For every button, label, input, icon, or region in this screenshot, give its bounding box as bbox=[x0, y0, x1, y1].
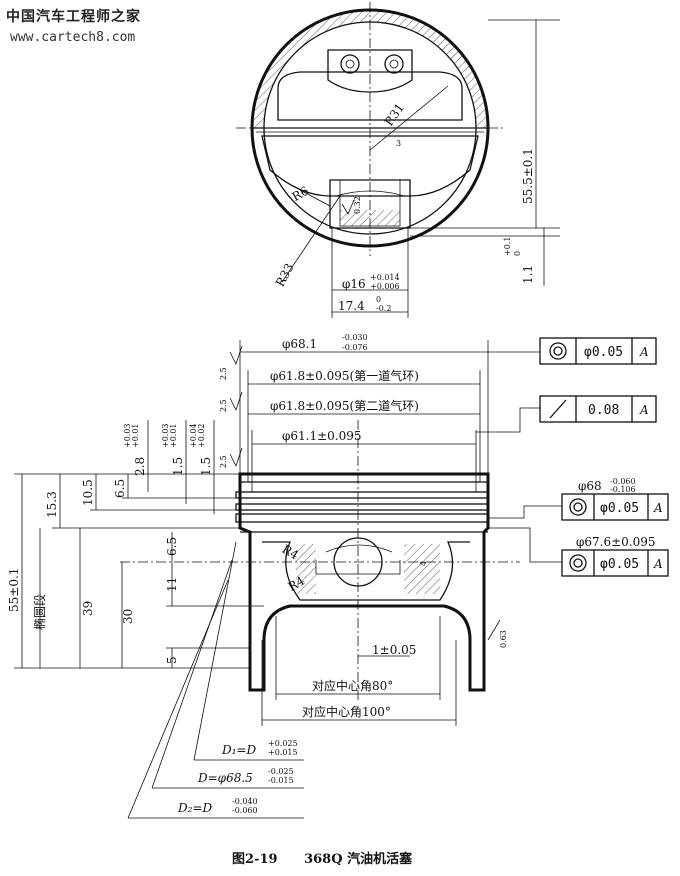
pin-diameter-tol-lo: +0.006 bbox=[370, 282, 400, 291]
tolerance-datum: A bbox=[653, 557, 663, 571]
tolerance-datum: A bbox=[639, 345, 649, 359]
roughness-25-c: 2.5 bbox=[219, 455, 228, 468]
radius-r31-label: R31 bbox=[382, 101, 407, 129]
height-39-label: 39 bbox=[81, 601, 95, 616]
concentricity-icon bbox=[569, 554, 587, 572]
height-11-tol-lo: 0 bbox=[513, 251, 522, 256]
dim-4-label: 4 bbox=[419, 561, 428, 566]
tolerance-datum: A bbox=[639, 403, 649, 417]
d-tol-up: -0.025 bbox=[268, 767, 294, 776]
height-65-lower-label: 6.5 bbox=[165, 537, 179, 556]
tolerance-frame-4: φ0.05 A φ67.6±0.095 bbox=[488, 527, 669, 577]
diameter-611-label: φ61.1±0.095 bbox=[282, 429, 362, 443]
figure-title: 368Q 汽油机活塞 bbox=[304, 852, 413, 867]
d1-tol-up: +0.025 bbox=[268, 739, 298, 748]
height-30-label: 30 bbox=[121, 609, 135, 624]
d-label: D=φ68.5 bbox=[197, 771, 253, 785]
tolerance-frame-1: φ0.05 A bbox=[488, 337, 657, 365]
boss-width-tol-lo: -0.2 bbox=[376, 304, 391, 313]
concentricity-icon bbox=[549, 342, 567, 360]
height-55-label: 55±0.1 bbox=[7, 568, 21, 612]
groove-15b-tol-lo: +0.02 bbox=[197, 423, 206, 448]
groove-28-tol-lo: +0.01 bbox=[131, 423, 140, 448]
groove-15b-tol-up: +0.04 bbox=[189, 423, 198, 448]
groove-15b-label: 1.5 bbox=[199, 457, 213, 476]
tolerance-datum: A bbox=[653, 501, 663, 515]
d2-tol-up: -0.040 bbox=[232, 797, 258, 806]
side-view: R4 R4 4 φ68.1 -0.030 -0.076 φ61.8±0.095(… bbox=[7, 333, 669, 819]
roughness-063: 0.63 bbox=[499, 630, 508, 648]
groove-15a-label: 1.5 bbox=[171, 457, 185, 476]
oval-section-label: 椭圆段 bbox=[32, 594, 47, 630]
center-angle-80-label: 对应中心角80° bbox=[312, 678, 393, 693]
top-view: R31 3 R6 R33 0.32 φ16 +0.014 +0.006 17.4… bbox=[236, 2, 560, 318]
roughness-25-b: 2.5 bbox=[219, 399, 228, 412]
watermark-title: 中国汽车工程师之家 bbox=[6, 9, 141, 25]
tolerance-value: φ0.05 bbox=[600, 557, 639, 572]
diameter-618-second-ring: φ61.8±0.095(第二道气环) bbox=[270, 398, 419, 413]
d-tol-lo: -0.015 bbox=[268, 776, 294, 785]
boss-width-tol-up: 0 bbox=[376, 295, 381, 304]
pin-diameter-tol-up: +0.014 bbox=[370, 273, 400, 282]
d2-label: D₂=D bbox=[177, 801, 212, 815]
height-555-label: 55.5±0.1 bbox=[521, 148, 535, 204]
groove-15a-tol-up: +0.03 bbox=[161, 423, 170, 448]
d2-tol-lo: -0.060 bbox=[232, 806, 258, 815]
center-angle-100-label: 对应中心角100° bbox=[302, 704, 391, 719]
height-105-label: 10.5 bbox=[81, 479, 95, 506]
tolerance-value: φ0.05 bbox=[600, 501, 639, 516]
tolerance-frame-3: φ0.05 A φ68 -0.060 -0.106 bbox=[488, 477, 669, 521]
figure-caption: 图2-19 368Q 汽油机活塞 bbox=[232, 848, 434, 867]
roughness-032-label: 0.32 bbox=[353, 196, 362, 214]
height-11-lower-label: 11 bbox=[165, 577, 179, 592]
tolerance-value: φ0.05 bbox=[584, 345, 623, 360]
diameter-681-label: φ68.1 bbox=[282, 337, 317, 351]
watermark-url: www.cartech8.com bbox=[10, 30, 136, 45]
tolerance-frame-2: 0.08 A bbox=[476, 395, 657, 433]
groove-15a-tol-lo: +0.01 bbox=[169, 423, 178, 448]
diameter-681-tol-up: -0.030 bbox=[342, 333, 368, 342]
figure-number: 图2-19 bbox=[232, 852, 278, 867]
concentricity-icon bbox=[569, 498, 587, 516]
height-65-top-label: 6.5 bbox=[113, 479, 127, 498]
runout-icon bbox=[549, 399, 567, 419]
diameter-681-tol-lo: -0.076 bbox=[342, 343, 368, 352]
height-153-label: 15.3 bbox=[45, 491, 59, 518]
diameter-676-label: φ67.6±0.095 bbox=[576, 535, 656, 549]
height-11-label: 1.1 bbox=[521, 265, 535, 284]
dim-1-label: 1±0.05 bbox=[372, 643, 416, 657]
height-11-tol-up: +0.1 bbox=[503, 237, 512, 256]
boss-width-label: 17.4 bbox=[338, 299, 365, 313]
pin-diameter-label: φ16 bbox=[342, 277, 366, 291]
groove-28-tol-up: +0.03 bbox=[123, 423, 132, 448]
groove-28-label: 2.8 bbox=[133, 457, 147, 476]
d1-label: D₁=D bbox=[221, 743, 256, 757]
roughness-25-a: 2.5 bbox=[219, 367, 228, 380]
dim-3-label: 3 bbox=[396, 139, 401, 148]
d1-tol-lo: +0.015 bbox=[268, 748, 298, 757]
diameter-618-first-ring: φ61.8±0.095(第一道气环) bbox=[270, 368, 419, 383]
height-5-label: 5 bbox=[165, 656, 179, 664]
tolerance-value: 0.08 bbox=[588, 403, 619, 418]
diameter-68-tol-up: -0.060 bbox=[610, 477, 636, 486]
diameter-68-label: φ68 bbox=[578, 479, 602, 493]
diameter-68-tol-lo: -0.106 bbox=[610, 485, 636, 494]
